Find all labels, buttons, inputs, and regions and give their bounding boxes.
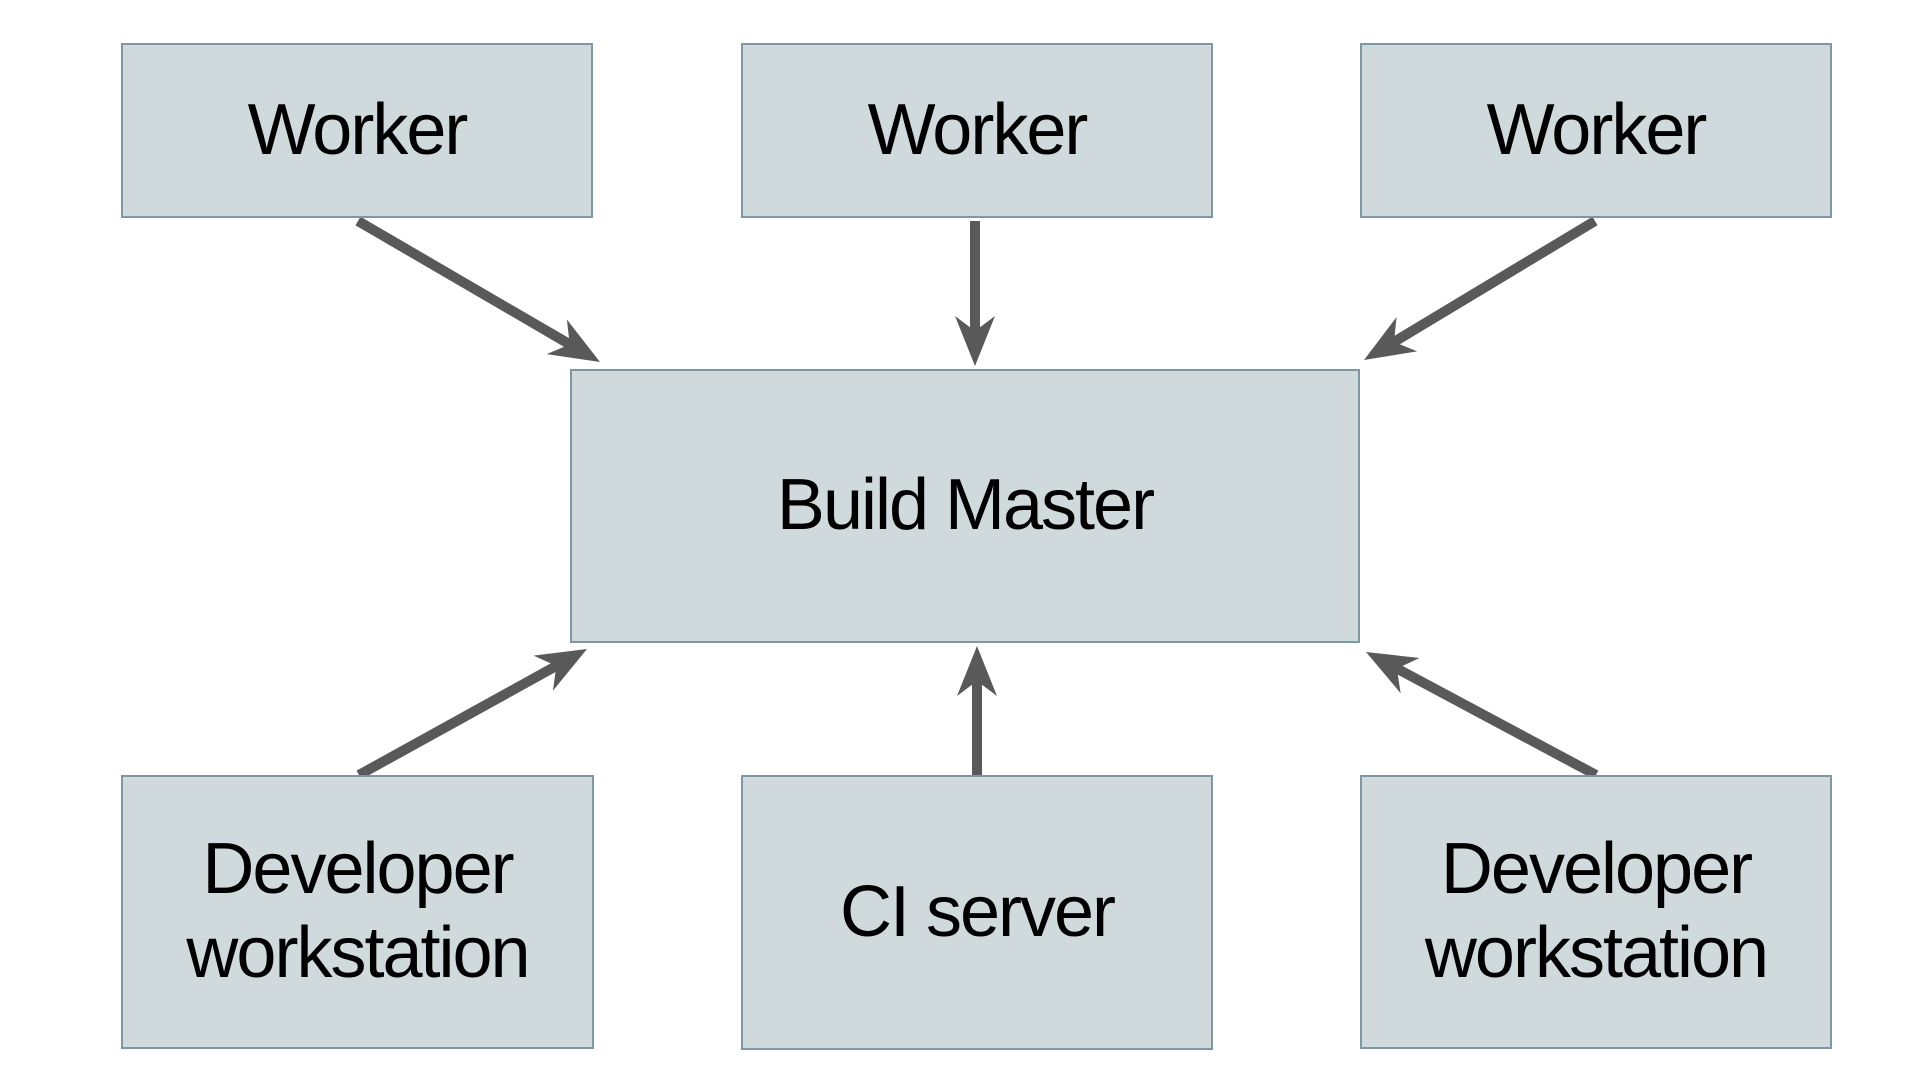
edge-worker-2-to-build-master [955, 221, 995, 366]
node-ci-server: CI server [741, 775, 1213, 1050]
arrowhead-icon-worker-1-to-build-master [546, 319, 600, 362]
arrow-shaft-developer-workstation-right-to-build-master [1394, 664, 1599, 780]
arrow-shaft-worker-1-to-build-master [355, 216, 573, 349]
arrowhead-icon-worker-2-to-build-master [955, 316, 995, 366]
arrow-shaft-developer-workstation-left-to-build-master [356, 661, 559, 780]
node-label-worker-1: Worker [247, 89, 469, 170]
node-worker-3: Worker [1360, 43, 1832, 218]
node-label-developer-workstation-right: Developer workstation [1424, 829, 1769, 993]
arrowhead-icon-worker-3-to-build-master [1364, 317, 1418, 360]
edge-ci-server-to-build-master [957, 646, 997, 775]
node-label-worker-2: Worker [867, 89, 1089, 170]
node-developer-workstation-right: Developer workstation [1360, 775, 1832, 1049]
node-label-build-master: Build Master [776, 465, 1155, 546]
node-build-master: Build Master [570, 369, 1360, 643]
arrow-shaft-worker-3-to-build-master [1391, 216, 1598, 347]
edge-developer-workstation-left-to-build-master [356, 649, 587, 780]
arrowhead-icon-developer-workstation-right-to-build-master [1366, 652, 1420, 694]
arrowhead-icon-ci-server-to-build-master [957, 646, 997, 696]
arrowhead-icon-developer-workstation-left-to-build-master [533, 649, 587, 691]
edge-developer-workstation-right-to-build-master [1366, 652, 1599, 780]
node-label-worker-3: Worker [1486, 89, 1708, 170]
node-label-developer-workstation-left: Developer workstation [186, 829, 530, 993]
edge-worker-1-to-build-master [355, 216, 600, 362]
edge-worker-3-to-build-master [1364, 216, 1598, 360]
node-developer-workstation-left: Developer workstation [121, 775, 594, 1049]
node-worker-2: Worker [741, 43, 1213, 218]
node-label-ci-server: CI server [839, 871, 1116, 952]
node-worker-1: Worker [121, 43, 593, 218]
